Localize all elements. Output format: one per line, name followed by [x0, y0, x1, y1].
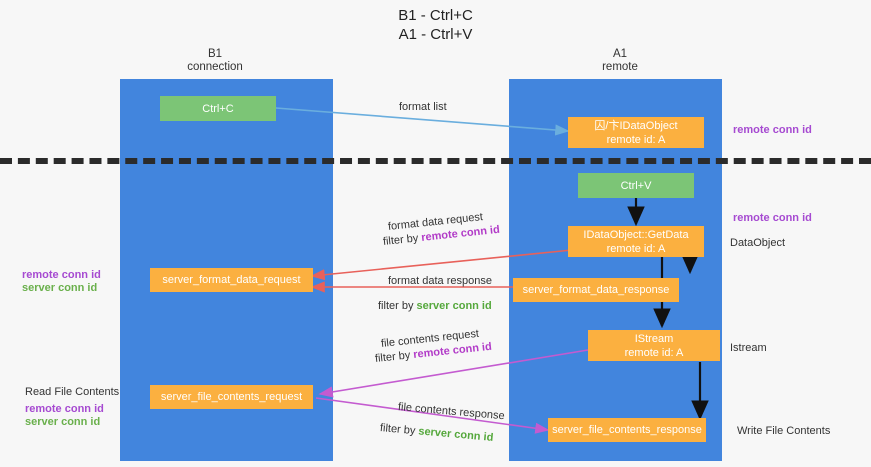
box-ctrl-v-label: Ctrl+V	[620, 179, 652, 192]
box-server-file-contents-request-label: server_file_contents_request	[160, 391, 303, 403]
lane-header-a1-role: remote	[602, 61, 638, 73]
connector-file-contents-request	[318, 349, 589, 398]
connector-format-data-request	[310, 249, 573, 281]
box-ctrl-c[interactable]: Ctrl+C	[160, 96, 276, 121]
box-getdata-label: IDataObject::GetData	[583, 228, 689, 241]
filter-prefix-1: filter by	[382, 232, 422, 248]
lane-header-a1-name: A1	[612, 48, 628, 60]
box-server-format-data-request[interactable]: server_format_data_request	[150, 268, 313, 292]
box-server-file-contents-response[interactable]: server_file_contents_response	[548, 418, 706, 442]
annotation-left-server-conn-id-mid: server conn id	[22, 282, 98, 294]
lane-header-a1: A1 remote	[555, 48, 685, 74]
box-server-format-data-response-label: server_format_data_response	[522, 284, 670, 296]
box-idataobject-top-sub: remote id: A	[606, 133, 666, 146]
box-server-format-data-response[interactable]: server_format_data_response	[513, 278, 679, 302]
box-ctrl-c-label: Ctrl+C	[202, 102, 234, 115]
connector-format-list	[275, 107, 570, 136]
filter-prefix-3: filter by	[374, 349, 414, 365]
connector-file-contents-response	[315, 397, 550, 434]
box-idataobject-top-label: 囚/卞IDataObject	[594, 119, 678, 132]
annotation-remote-conn-id-mid: remote conn id	[733, 212, 812, 224]
box-server-file-contents-request[interactable]: server_file_contents_request	[150, 385, 313, 409]
box-ctrl-v[interactable]: Ctrl+V	[578, 173, 694, 198]
filter-prefix-2: filter by	[378, 300, 417, 312]
annotation-left-remote-conn-id-mid: remote conn id	[22, 269, 101, 281]
lane-header-b1-role: connection	[187, 61, 243, 73]
filter-prefix-4: filter by	[379, 422, 419, 438]
annotation-read-file-contents: Read File Contents	[25, 386, 120, 398]
box-server-format-data-request-label: server_format_data_request	[162, 274, 301, 286]
annotation-dataobject: DataObject	[730, 237, 786, 249]
edge-label-format-data-response-filter: filter by server conn id	[378, 299, 492, 313]
annotation-write-file-contents: Write File Contents	[737, 425, 831, 437]
annotation-left-server-conn-id-bottom: server conn id	[25, 416, 101, 428]
edge-label-format-data-response: format data response	[388, 275, 492, 287]
lane-header-b1: B1 connection	[150, 48, 280, 74]
box-getdata-sub: remote id: A	[606, 242, 666, 255]
title-line-2: A1 - Ctrl+V	[398, 26, 473, 43]
edge-label-format-list: format list	[399, 101, 447, 113]
title-line-1: B1 - Ctrl+C	[398, 7, 473, 24]
box-server-file-contents-response-label: server_file_contents_response	[552, 424, 702, 436]
box-istream-label: IStream	[634, 332, 674, 345]
annotation-istream: Istream	[730, 342, 767, 354]
section-divider	[0, 158, 871, 164]
box-istream-sub: remote id: A	[624, 346, 684, 359]
box-istream[interactable]: IStream remote id: A	[588, 330, 720, 361]
lane-header-b1-name: B1	[207, 48, 223, 60]
box-idataobject-top[interactable]: 囚/卞IDataObject remote id: A	[568, 117, 704, 148]
annotation-remote-conn-id-top: remote conn id	[733, 124, 812, 136]
annotation-left-remote-conn-id-bottom: remote conn id	[25, 403, 104, 415]
box-getdata[interactable]: IDataObject::GetData remote id: A	[568, 226, 704, 257]
filter-key-server-conn-id-1: server conn id	[416, 300, 492, 312]
page-title: B1 - Ctrl+C A1 - Ctrl+V	[0, 6, 871, 44]
